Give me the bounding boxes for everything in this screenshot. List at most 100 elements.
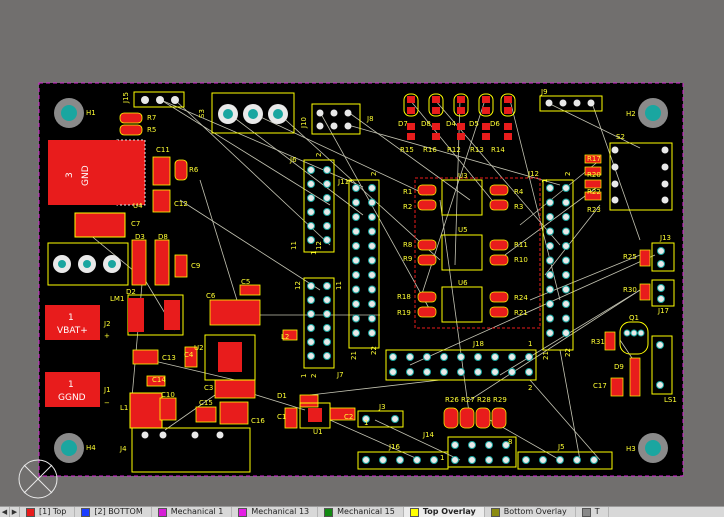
pin-hole xyxy=(440,368,448,376)
mounting-hole-h4[interactable] xyxy=(54,433,84,463)
header-j14[interactable] xyxy=(447,436,517,468)
pin-hole xyxy=(352,198,360,207)
pin-hole xyxy=(323,208,331,216)
designator-r17: R17 xyxy=(587,155,601,163)
designator-r5: R5 xyxy=(147,126,156,134)
connector-j8[interactable] xyxy=(311,103,361,135)
pin-hole xyxy=(323,222,331,230)
pin-hole xyxy=(657,247,665,255)
pin-hole xyxy=(352,256,360,265)
pin-number-j12-21: 21 xyxy=(542,351,550,360)
header-j7[interactable] xyxy=(303,277,335,369)
pin-hole xyxy=(352,184,360,192)
layer-tab-label: [2] BOTTOM xyxy=(94,507,143,516)
designator-j13: J13 xyxy=(659,234,671,242)
header-j12[interactable] xyxy=(542,179,574,351)
mounting-hole-h3[interactable] xyxy=(638,433,668,463)
designator-j12: J12 xyxy=(527,170,539,178)
layer-color-swatch xyxy=(581,507,591,517)
connector-j13[interactable] xyxy=(651,242,675,272)
pin-hole xyxy=(323,282,331,290)
pin-hole xyxy=(546,198,554,207)
transistor-q1[interactable] xyxy=(619,321,649,355)
smd-resistors-left[interactable] xyxy=(119,112,356,429)
designator-d1: D1 xyxy=(277,392,287,400)
designator-r3: R3 xyxy=(514,203,523,211)
switch-s3[interactable] xyxy=(211,92,295,134)
pin-hole xyxy=(307,222,315,230)
ic-u1[interactable] xyxy=(299,402,331,429)
vbat-pad-number: 1 xyxy=(68,313,74,323)
pin-hole xyxy=(352,213,360,221)
pin-hole xyxy=(423,368,431,376)
scroll-right-icon[interactable]: ▶ xyxy=(10,507,20,517)
scroll-left-icon[interactable]: ◀ xyxy=(0,507,10,517)
pin-hole xyxy=(307,352,315,360)
pin-number-j6-11: 11 xyxy=(290,241,298,250)
pin-hole xyxy=(525,368,533,376)
pin-hole xyxy=(546,184,554,192)
header-j11[interactable] xyxy=(348,179,380,349)
mounting-hole-h1[interactable] xyxy=(54,98,84,128)
header-j5[interactable] xyxy=(517,451,613,470)
pin-hole xyxy=(368,213,376,221)
pin-hole xyxy=(590,456,598,464)
pin-hole xyxy=(352,314,360,323)
header-j3[interactable] xyxy=(357,410,404,428)
pad-gnd[interactable] xyxy=(48,140,118,205)
connector-j15[interactable] xyxy=(133,91,185,108)
pin-hole xyxy=(491,353,499,361)
header-j6[interactable] xyxy=(303,159,335,253)
pin-hole xyxy=(323,236,331,244)
designator-j5: J5 xyxy=(557,443,565,451)
mounting-hole-h2[interactable] xyxy=(638,98,668,128)
buzzer-ls1[interactable] xyxy=(651,335,673,395)
pin-number-j18-1: 1 xyxy=(528,340,532,348)
pin-hole xyxy=(307,324,315,332)
pad-vbat[interactable] xyxy=(45,305,100,340)
designator-j7: J7 xyxy=(336,371,344,379)
connector-j17[interactable] xyxy=(651,279,675,307)
layer-color-swatch xyxy=(324,507,334,517)
power-jack-c7[interactable] xyxy=(47,242,129,286)
pin-hole xyxy=(546,300,554,308)
designator-l1: L1 xyxy=(120,404,128,412)
layer-tab-label: Mechanical 15 xyxy=(337,507,395,516)
pin-hole xyxy=(637,329,645,337)
pad-ggnd[interactable] xyxy=(45,372,100,407)
pin-hole xyxy=(406,353,414,361)
header-j18[interactable] xyxy=(385,349,537,381)
pin-number-j14-1: 1 xyxy=(440,454,444,462)
pin-number-j11-1: 1 xyxy=(346,179,354,183)
resistor-array[interactable] xyxy=(417,154,651,429)
layer-color-swatch xyxy=(490,507,500,517)
designator-s3: S3 xyxy=(198,109,206,118)
pin-hole xyxy=(491,368,499,376)
pin-number-j2-plus: + xyxy=(104,332,110,340)
connector-j9[interactable] xyxy=(539,95,603,112)
pin-hole xyxy=(368,227,376,236)
pin-hole xyxy=(323,310,331,318)
designator-u5: U5 xyxy=(458,226,468,234)
designator-r26: R26 xyxy=(445,396,459,404)
ic-u2[interactable] xyxy=(204,334,256,381)
layer-tab-label: [1] Top xyxy=(39,507,67,516)
pin-number-j11-2: 2 xyxy=(370,172,378,176)
designator-s2: S2 xyxy=(616,133,625,141)
pin-hole xyxy=(546,242,554,250)
connector-j4[interactable] xyxy=(131,427,251,473)
pin-hole xyxy=(657,260,665,268)
pin-hole xyxy=(546,213,554,221)
pin-hole xyxy=(406,368,414,376)
designator-d8b: D8 xyxy=(421,120,431,128)
led-row[interactable] xyxy=(403,93,516,117)
designator-r20: R20 xyxy=(587,171,601,179)
switch-s2[interactable] xyxy=(609,142,673,211)
pin-hole xyxy=(307,310,315,318)
pin-number-j12-22: 22 xyxy=(564,348,572,357)
ic-u3-u5-u6[interactable] xyxy=(441,179,483,323)
designator-j15: J15 xyxy=(122,92,130,104)
inductor-l1[interactable] xyxy=(129,392,163,429)
designator-d6: D6 xyxy=(490,120,500,128)
